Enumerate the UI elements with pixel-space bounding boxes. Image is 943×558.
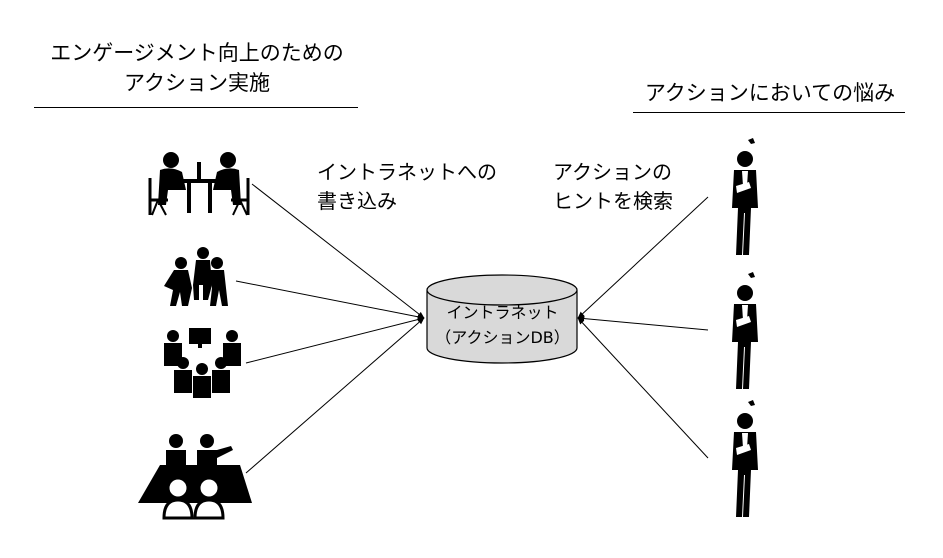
search-label: アクションの ヒントを検索: [553, 158, 673, 216]
connector-person-top: [577, 196, 709, 319]
connector-presentation: [245, 316, 425, 364]
database-label-line1: イントラネット: [446, 303, 559, 322]
database-label-line2: （アクションDB）: [435, 328, 570, 347]
write-label-line2: 書き込み: [317, 189, 397, 213]
left-heading: エンゲージメント向上のための アクション実施: [34, 38, 360, 98]
connector-conference: [245, 317, 425, 474]
right-heading: アクションにおいての悩み: [644, 81, 896, 105]
worried-person-icon: [732, 272, 758, 389]
database-label: イントラネット （アクションDB）: [430, 300, 575, 350]
team-huddle-icon: [164, 247, 228, 306]
meeting-icon: [148, 152, 250, 216]
conference-icon: [138, 434, 252, 520]
left-heading-line1: エンゲージメント向上のための: [50, 41, 344, 65]
left-heading-line2: アクション実施: [124, 71, 270, 95]
connector-team-huddle: [235, 280, 425, 320]
right-heading-underline: [633, 112, 905, 113]
worried-person-icon: [732, 138, 758, 255]
connector-meeting: [251, 183, 425, 319]
write-label: イントラネットへの 書き込み: [317, 158, 497, 216]
connector-person-bottom: [577, 317, 709, 459]
connectors: [235, 183, 709, 474]
write-label-line1: イントラネットへの: [317, 160, 497, 184]
worried-person-icon: [732, 400, 758, 517]
left-heading-underline: [34, 107, 358, 108]
database-cylinder-icon: [426, 274, 578, 364]
search-label-line1: アクションの: [553, 160, 672, 184]
presentation-icon: [164, 328, 241, 398]
connector-person-middle: [577, 315, 709, 331]
search-label-line2: ヒントを検索: [553, 189, 673, 213]
